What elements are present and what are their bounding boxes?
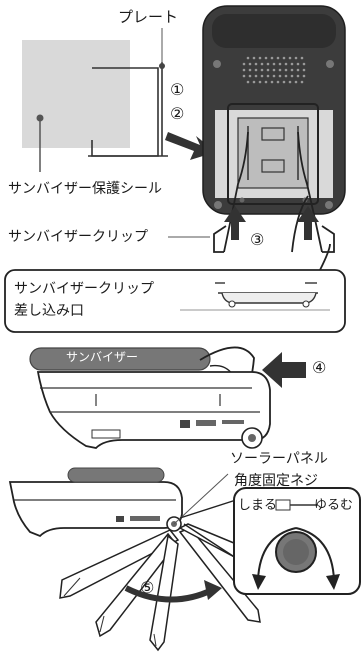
- device-side-view: [36, 371, 271, 449]
- clip-slot-label-line1: サンバイザークリップ: [14, 281, 154, 297]
- clip-up-arrow-left: [224, 206, 246, 240]
- step-4: ④: [312, 358, 327, 377]
- sunvisor-label: サンバイザー: [66, 350, 139, 364]
- clip-wire-left: [223, 131, 249, 253]
- clip-slot-callout: [4, 269, 346, 333]
- rotate-arrow: [124, 585, 214, 603]
- clip-wire-right: [297, 131, 323, 253]
- speaker-grill: [242, 56, 306, 84]
- clip-label: サンバイザークリップ: [8, 229, 148, 245]
- tighten-label: しまる: [238, 498, 278, 513]
- sunvisor-bar: [29, 347, 211, 371]
- device-side-view-lower: [8, 481, 183, 538]
- solar-panel-fan: [59, 523, 261, 652]
- step-5: ⑤: [140, 578, 155, 597]
- protect-seal-shape: [22, 40, 130, 148]
- loosen-label: ゆるむ: [314, 498, 354, 513]
- solar-panel-label-line1: ソーラーパネル: [230, 451, 328, 467]
- step-1: ①: [170, 80, 185, 99]
- clip-up-arrow-right: [297, 206, 319, 240]
- clip-slot-label-line2: 差し込み口: [14, 303, 84, 319]
- slide-left-arrow: [262, 352, 306, 388]
- solar-panel-label-line2: 角度固定ネジ: [234, 473, 318, 489]
- plate-label: プレート: [118, 8, 179, 26]
- step-3: ③: [250, 230, 265, 249]
- seal-label: サンバイザー保護シール: [8, 181, 162, 197]
- step-2: ②: [170, 104, 185, 123]
